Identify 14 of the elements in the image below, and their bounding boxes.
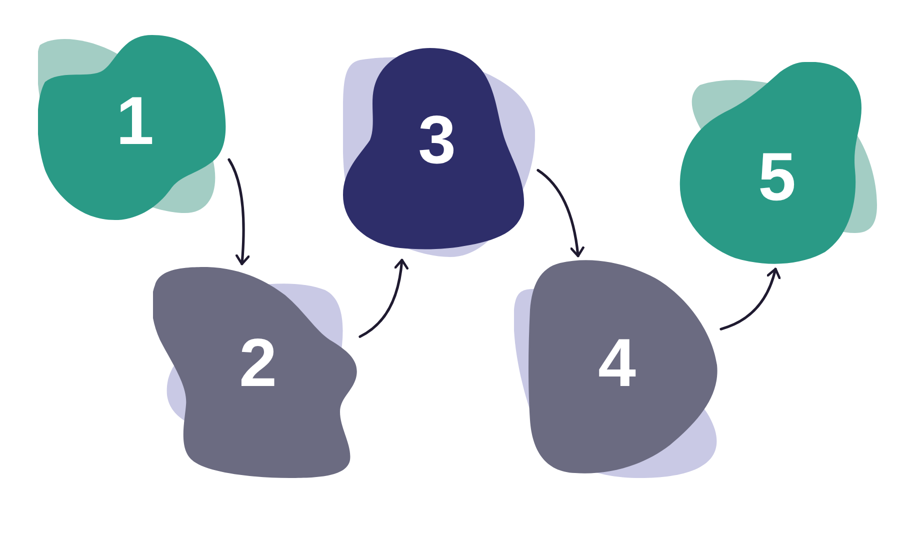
step-number: 1 — [116, 87, 154, 155]
blob-shape — [514, 259, 718, 478]
curved-arrow — [358, 258, 408, 338]
step-number: 4 — [598, 329, 636, 397]
blob-shape — [38, 35, 226, 221]
blob-shape — [678, 62, 877, 266]
curved-arrow — [720, 268, 780, 330]
step-number: 3 — [418, 106, 456, 174]
step-number: 5 — [758, 143, 796, 211]
curved-arrow — [228, 158, 250, 266]
step-number: 2 — [239, 329, 277, 397]
blob-shape — [343, 48, 535, 257]
blob-shape — [153, 267, 357, 478]
curved-arrow — [536, 168, 584, 258]
